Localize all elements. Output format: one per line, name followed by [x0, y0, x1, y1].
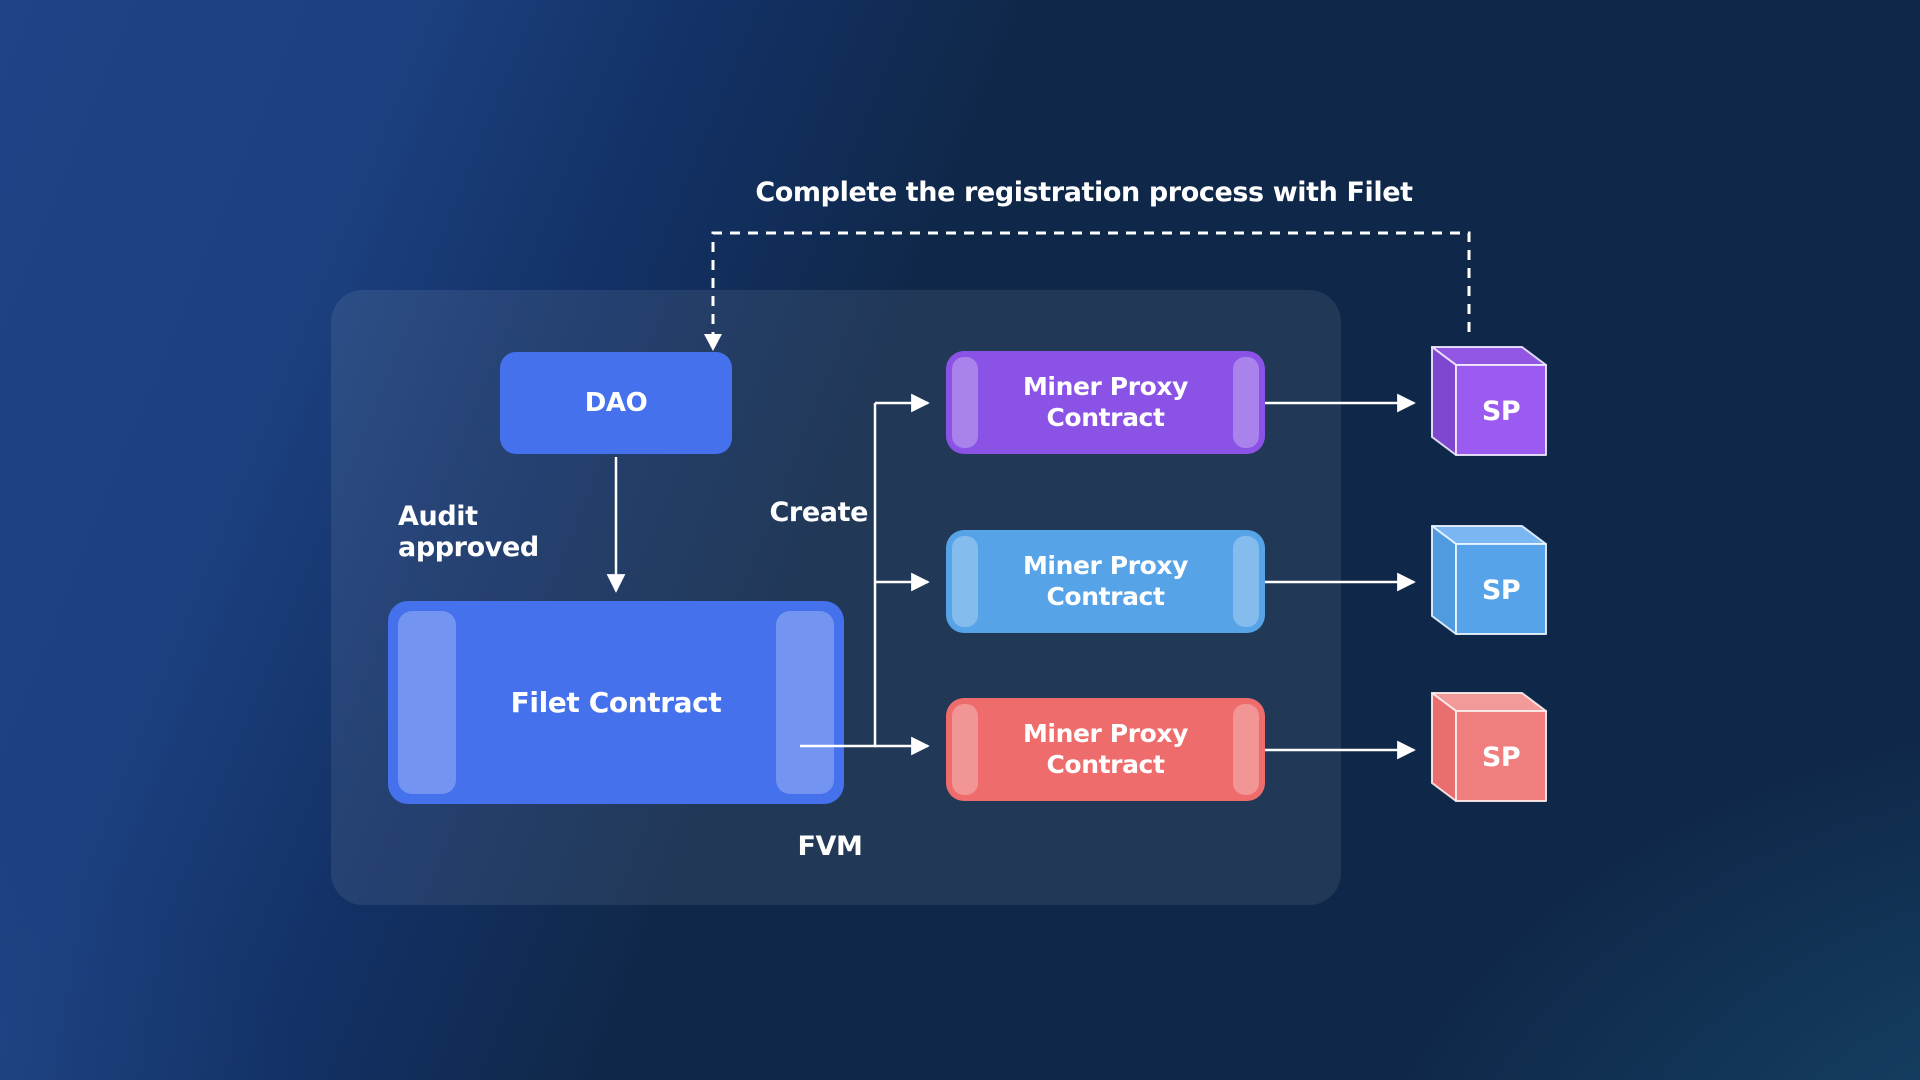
create-label: Create: [769, 497, 869, 528]
filet-contract-node: Filet Contract: [388, 601, 844, 804]
diagram-title: Complete the registration process with F…: [755, 177, 1413, 208]
dao-label: DAO: [584, 388, 648, 418]
proxy-red-right-cap: [1233, 704, 1259, 795]
sp-cube-purple: SP: [1431, 346, 1547, 456]
cube-side-face: [1431, 692, 1457, 802]
sp-cube-red: SP: [1431, 692, 1547, 802]
miner-proxy-label: Miner Proxy Contract: [1022, 551, 1189, 611]
filet-left-cap: [398, 611, 456, 794]
cube-side-face: [1431, 525, 1457, 635]
cube-front-face: [1455, 364, 1547, 456]
cube-front-face: [1455, 543, 1547, 635]
proxy-blue-left-cap: [952, 536, 978, 627]
filet-contract-label: Filet Contract: [510, 686, 722, 719]
miner-proxy-node-blue: Miner Proxy Contract: [946, 530, 1265, 633]
miner-proxy-label: Miner Proxy Contract: [1022, 719, 1189, 779]
sp-cube-blue: SP: [1431, 525, 1547, 635]
proxy-purple-left-cap: [952, 357, 978, 448]
sp-label: SP: [1482, 396, 1520, 427]
miner-proxy-label: Miner Proxy Contract: [1022, 372, 1189, 432]
cube-side-face: [1431, 346, 1457, 456]
proxy-purple-right-cap: [1233, 357, 1259, 448]
proxy-blue-right-cap: [1233, 536, 1259, 627]
miner-proxy-node-red: Miner Proxy Contract: [946, 698, 1265, 801]
filet-right-cap: [776, 611, 834, 794]
sp-label: SP: [1482, 575, 1520, 606]
fvm-label: FVM: [797, 831, 863, 862]
sp-label: SP: [1482, 742, 1520, 773]
proxy-red-left-cap: [952, 704, 978, 795]
audit-approved-label: Audit approved: [398, 501, 539, 563]
dao-node: DAO: [500, 352, 732, 454]
miner-proxy-node-purple: Miner Proxy Contract: [946, 351, 1265, 454]
cube-front-face: [1455, 710, 1547, 802]
